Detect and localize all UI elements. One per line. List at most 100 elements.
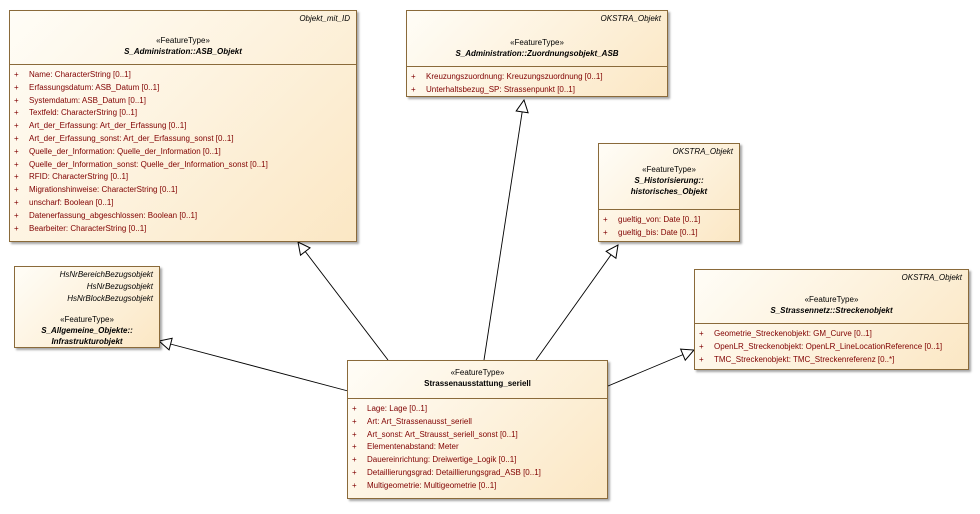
attribute[interactable]: +Lage: Lage [0..1] [348, 403, 607, 416]
tagged-value: Objekt_mit_ID [299, 14, 350, 23]
tagged-value: OKSTRA_Objekt [600, 14, 661, 23]
tagged-value: OKSTRA_Objekt [672, 147, 733, 156]
class-header: OKSTRA_Objekt «FeatureType» S_Strassenne… [695, 270, 968, 323]
attribute[interactable]: +RFID: CharacterString [0..1] [10, 171, 356, 184]
attribute-text: Migrationshinweise: CharacterString [0..… [29, 185, 178, 195]
visibility-marker: + [699, 354, 704, 364]
class-name-namespace: S_Allgemeine_Objekte:: [41, 326, 133, 335]
attribute[interactable]: +Systemdatum: ASB_Datum [0..1] [10, 95, 356, 108]
visibility-marker: + [352, 455, 357, 465]
attribute[interactable]: +Datenerfassung_abgeschlossen: Boolean [… [10, 210, 356, 223]
attribute-text: Erfassungsdatum: ASB_Datum [0..1] [29, 82, 160, 92]
tagged-value: HsNrBlockBezugsobjekt [67, 294, 153, 303]
class-header: «FeatureType» Strassenausstattung_seriel… [348, 361, 607, 398]
link-to-historisches-objekt [535, 245, 618, 361]
class-historisches-objekt[interactable]: OKSTRA_Objekt «FeatureType» S_Historisie… [598, 143, 740, 242]
visibility-marker: + [14, 82, 19, 92]
visibility-marker: + [14, 223, 19, 233]
attribute[interactable]: +Textfeld: CharacterString [0..1] [10, 107, 356, 120]
attribute-text: Art_sonst: Art_Strausst_seriell_sonst [0… [367, 429, 518, 439]
visibility-marker: + [14, 121, 19, 131]
class-name: S_Administration::Zuordnungsobjekt_ASB [455, 49, 619, 58]
link-to-streckenobjekt [607, 350, 694, 387]
attribute[interactable]: + Dauereinrichtung: Dreiwertige_Logik [0.… [348, 454, 607, 467]
attribute[interactable]: + Quelle_der_Information_sonst: Quelle_de… [10, 159, 356, 172]
attribute[interactable]: +Quelle_der_Information: Quelle_der_Info… [10, 146, 356, 159]
attribute-text: Art: Art_Strassenausst_seriell [367, 416, 472, 426]
attribute[interactable]: + Art_der_Erfassung: Art_der_Erfassung [0… [10, 120, 356, 133]
attribute-text: unscharf: Boolean [0..1] [29, 197, 114, 207]
attribute-text: Quelle_der_Information: Quelle_der_Infor… [29, 146, 221, 156]
visibility-marker: + [14, 133, 19, 143]
attribute[interactable]: +OpenLR_Streckenobjekt: OpenLR_LineLocat… [695, 341, 968, 354]
class-name: S_Administration::ASB_Objekt [124, 47, 242, 56]
visibility-marker: + [352, 429, 357, 439]
attribute-text: Datenerfassung_abgeschlossen: Boolean [0… [29, 210, 198, 220]
attribute-compartment: + Geometrie_Streckenobjekt: GM_Curve [0..… [695, 323, 968, 366]
tagged-value: OKSTRA_Objekt [901, 273, 962, 282]
attribute[interactable]: +Bearbeiter: CharacterString [0..1] [10, 223, 356, 236]
class-header: OKSTRA_Objekt «FeatureType» S_Administra… [407, 11, 667, 66]
attribute-text: Dauereinrichtung: Dreiwertige_Logik [0..… [367, 455, 517, 465]
visibility-marker: + [14, 197, 19, 207]
stereotype: «FeatureType» [60, 315, 114, 324]
class-header: OKSTRA_Objekt «FeatureType» S_Historisie… [599, 144, 739, 209]
attribute[interactable]: +Detaillierungsgrad: Detaillierungsgrad_… [348, 467, 607, 480]
attribute[interactable]: + Kreuzungszuordnung: Kreuzungszuordnung … [407, 71, 667, 84]
attribute-compartment: + Kreuzungszuordnung: Kreuzungszuordnung … [407, 66, 667, 97]
visibility-marker: + [14, 159, 19, 169]
class-header: Objekt_mit_ID «FeatureType» S_Administra… [10, 11, 356, 64]
attribute-text: Kreuzungszuordnung: Kreuzungszuordnung [… [426, 72, 603, 81]
visibility-marker: + [352, 416, 357, 426]
attribute[interactable]: +gueltig_bis: Date [0..1] [599, 227, 739, 240]
visibility-marker: + [352, 404, 357, 413]
attribute[interactable]: +Multigeometrie: Multigeometrie [0..1] [348, 480, 607, 493]
visibility-marker: + [411, 72, 416, 81]
tagged-value: HsNrBereichBezugsobjekt [59, 270, 153, 279]
attribute[interactable]: + unscharf: Boolean [0..1] [10, 197, 356, 210]
attribute[interactable]: + Elementenabstand: Meter [348, 441, 607, 454]
visibility-marker: + [14, 95, 19, 105]
visibility-marker: + [352, 467, 357, 477]
class-streckenobjekt[interactable]: OKSTRA_Objekt «FeatureType» S_Strassenne… [694, 269, 969, 370]
attribute[interactable]: +Name: CharacterString [0..1] [10, 69, 356, 82]
attribute-text: gueltig_von: Date [0..1] [618, 215, 701, 224]
tagged-values: Objekt_mit_ID [299, 13, 350, 25]
class-asb-objekt[interactable]: Objekt_mit_ID «FeatureType» S_Administra… [9, 10, 357, 242]
attribute-text: Art_der_Erfassung: Art_der_Erfassung [0.… [29, 121, 187, 131]
visibility-marker: + [603, 215, 608, 224]
visibility-marker: + [352, 442, 357, 452]
attribute-text: Art_der_Erfassung_sonst: Art_der_Erfassu… [29, 133, 234, 143]
attribute-text: Geometrie_Streckenobjekt: GM_Curve [0..1… [714, 329, 872, 338]
class-infrastrukturobjekt[interactable]: HsNrBereichBezugsobjekt HsNrBezugsobjekt… [14, 266, 160, 348]
attribute[interactable]: + gueltig_von: Date [0..1] [599, 214, 739, 227]
stereotype: «FeatureType» [450, 368, 505, 377]
tagged-values: OKSTRA_Objekt [673, 146, 733, 158]
class-name: historisches_Objekt [630, 187, 708, 196]
attribute[interactable]: +Unterhaltsbezug_SP: Strassenpunkt [0..1… [407, 84, 667, 97]
attribute[interactable]: + Art_der_Erfassung_sonst: Art_der_Erfass… [10, 133, 356, 146]
visibility-marker: + [603, 227, 608, 237]
attribute-text: Elementenabstand: Meter [367, 442, 459, 452]
attribute-text: RFID: CharacterString [0..1] [29, 172, 129, 182]
visibility-marker: + [14, 108, 19, 118]
tagged-values: HsNrBereichBezugsobjekt HsNrBezugsobjekt… [60, 269, 153, 305]
class-header: HsNrBereichBezugsobjekt HsNrBezugsobjekt… [15, 267, 159, 349]
tagged-values: OKSTRA_Objekt [601, 13, 661, 25]
attribute[interactable]: + Art_sonst: Art_Strausst_seriell_sonst [… [348, 429, 607, 442]
attribute[interactable]: + Geometrie_Streckenobjekt: GM_Curve [0..… [695, 328, 968, 341]
class-strassenausstattung-seriell[interactable]: «FeatureType» Strassenausstattung_seriel… [347, 360, 608, 499]
attribute[interactable]: + Art: Art_Strassenausst_seriell [348, 416, 607, 429]
visibility-marker: + [411, 84, 416, 94]
visibility-marker: + [14, 70, 19, 79]
attribute-compartment: + gueltig_von: Date [0..1] +gueltig_bis: … [599, 209, 739, 240]
attribute-text: Quelle_der_Information_sonst: Quelle_der… [29, 159, 268, 169]
visibility-marker: + [699, 341, 704, 351]
visibility-marker: + [699, 329, 704, 338]
attribute[interactable]: +Migrationshinweise: CharacterString [0.… [10, 184, 356, 197]
attribute[interactable]: + Erfassungsdatum: ASB_Datum [0..1] [10, 82, 356, 95]
attribute[interactable]: +TMC_Streckenobjekt: TMC_Streckenreferen… [695, 354, 968, 367]
visibility-marker: + [352, 480, 357, 490]
link-to-zuordnungsobjekt-asb [483, 100, 524, 361]
class-zuordnungsobjekt-asb[interactable]: OKSTRA_Objekt «FeatureType» S_Administra… [406, 10, 668, 97]
